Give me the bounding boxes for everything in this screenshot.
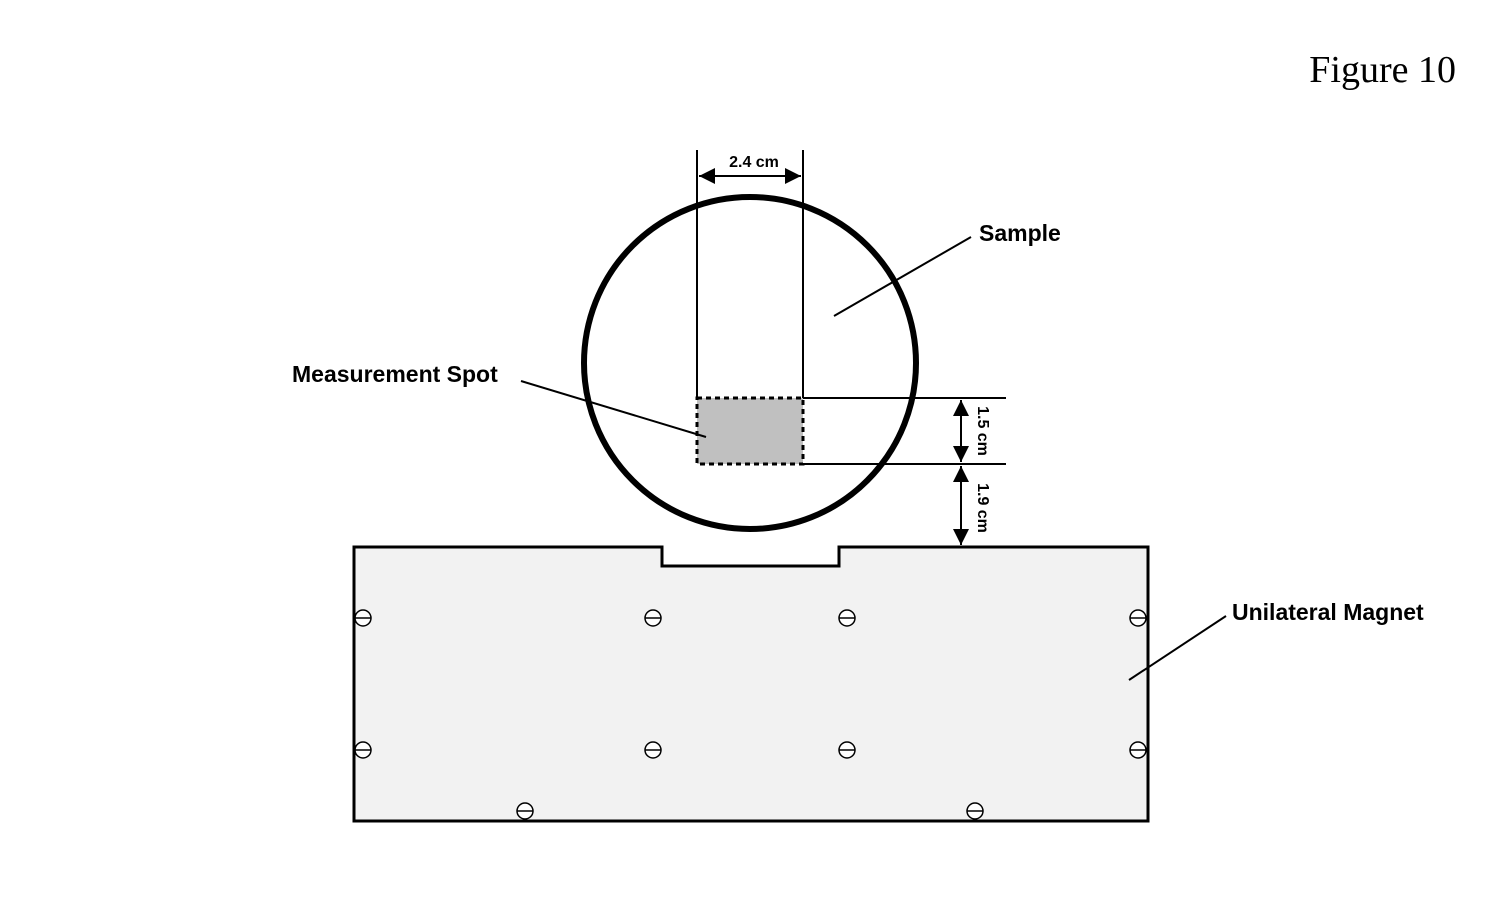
screw-icon: [354, 741, 372, 759]
measurement-spot-leader-line: [520, 380, 707, 438]
width-dimension-label: 2.4 cm: [729, 154, 779, 171]
screw-icon: [838, 741, 856, 759]
figure-label: Figure 10: [1309, 49, 1456, 91]
screw-icon: [1129, 741, 1147, 759]
magnet-label: Unilateral Magnet: [1232, 599, 1424, 625]
screw-icon: [644, 609, 662, 627]
gap-label: 1.9 cm: [974, 483, 991, 533]
sample-circle: [581, 194, 919, 532]
screw-group: [354, 609, 1147, 820]
screw-icon: [1129, 609, 1147, 627]
unilateral-magnet: [352, 545, 1150, 823]
magnet-leader-line: [1128, 615, 1227, 681]
screw-icon: [966, 802, 984, 820]
sample-leader-line: [833, 236, 972, 317]
screw-icon: [354, 609, 372, 627]
measurement-spot-label: Measurement Spot: [292, 361, 498, 387]
measurement-spot: [695, 396, 805, 466]
sample-label: Sample: [979, 220, 1061, 246]
screw-icon: [644, 741, 662, 759]
screw-icon: [838, 609, 856, 627]
spot-height-label: 1.5 cm: [974, 406, 991, 456]
screw-icon: [516, 802, 534, 820]
